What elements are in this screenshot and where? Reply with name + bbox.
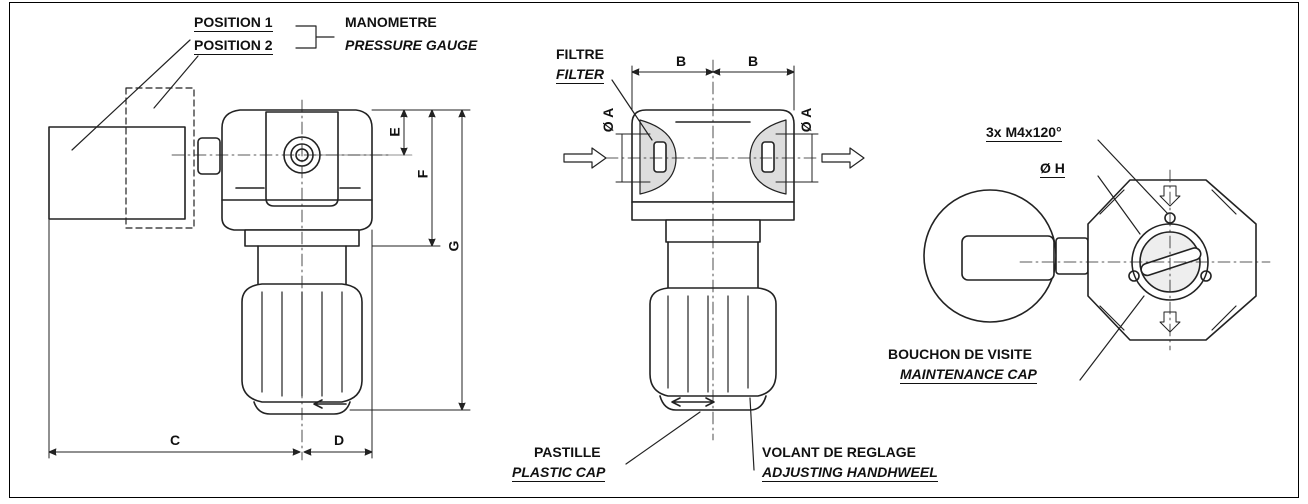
base-arrow — [313, 399, 347, 409]
dim-label-e: E — [386, 127, 403, 137]
filter-element-right — [761, 141, 775, 173]
dim-label-a-left: Ø A — [600, 107, 617, 133]
middle-view — [563, 59, 865, 471]
label-pastille: PASTILLE — [534, 444, 601, 460]
label-pressure-gauge: PRESSURE GAUGE — [345, 37, 478, 53]
label-maintenance-cap: MAINTENANCE CAP — [900, 366, 1037, 384]
middle-base-arrow — [671, 397, 715, 407]
label-volant: VOLANT DE REGLAGE — [762, 444, 917, 460]
dim-d — [303, 229, 373, 459]
leader-position-2 — [153, 55, 199, 109]
label-manometre: MANOMETRE — [345, 14, 437, 30]
label-bouchon: BOUCHON DE VISITE — [888, 346, 1032, 362]
dim-label-f: F — [414, 169, 431, 179]
flow-arrow-in — [563, 147, 607, 169]
right-view — [923, 139, 1271, 381]
label-filter: FILTER — [556, 66, 604, 84]
arrow-top — [1159, 185, 1181, 207]
leader-pastille — [625, 411, 701, 465]
gauge-stem — [1055, 237, 1089, 275]
dim-c — [48, 219, 301, 459]
gauge-position-1 — [48, 126, 186, 220]
label-position-2: POSITION 2 — [194, 37, 273, 55]
dim-label-g: G — [445, 240, 462, 252]
dim-f — [371, 109, 441, 247]
dim-b — [631, 65, 795, 111]
leader-dia-h — [1097, 175, 1141, 235]
label-dia-h: Ø H — [1040, 160, 1065, 178]
cap-slot — [1140, 247, 1202, 277]
gauge-window — [961, 235, 1055, 281]
leader-volant — [749, 397, 755, 471]
brace — [295, 25, 335, 49]
left-view — [48, 25, 471, 461]
label-position-1: POSITION 1 — [194, 14, 273, 32]
gauge-connector — [197, 137, 221, 175]
dim-label-a-right: Ø A — [798, 107, 815, 133]
dim-label-b-right: B — [748, 53, 759, 69]
flow-arrow-out — [821, 147, 865, 169]
middle-handwheel-base — [659, 395, 767, 411]
label-adjusting: ADJUSTING HANDHWEEL — [762, 464, 938, 482]
middle-handwheel-ribs — [667, 295, 749, 393]
label-thread: 3x M4x120° — [986, 124, 1062, 142]
arrow-bottom — [1159, 311, 1181, 333]
dim-label-b-left: B — [676, 53, 687, 69]
drawing-frame — [9, 2, 1299, 498]
dim-a-right — [775, 133, 819, 183]
label-filtre: FILTRE — [556, 46, 604, 62]
filter-element-left — [653, 141, 667, 173]
dim-g — [349, 109, 471, 411]
leader-filter — [611, 79, 653, 141]
screw-3 — [1200, 270, 1212, 282]
regulator-head — [221, 109, 373, 231]
regulator-stem — [257, 245, 347, 291]
label-plastic-cap: PLASTIC CAP — [512, 464, 606, 482]
middle-stem — [667, 241, 759, 291]
dim-label-d: D — [334, 432, 345, 448]
leader-position-1 — [71, 39, 191, 151]
dim-e — [311, 109, 413, 156]
leader-maintenance — [1079, 295, 1145, 381]
screw-2 — [1128, 270, 1140, 282]
dim-label-c: C — [170, 432, 181, 448]
dim-a-left — [615, 133, 651, 183]
octagon-inner — [1099, 189, 1237, 331]
leader-thread — [1097, 139, 1169, 215]
